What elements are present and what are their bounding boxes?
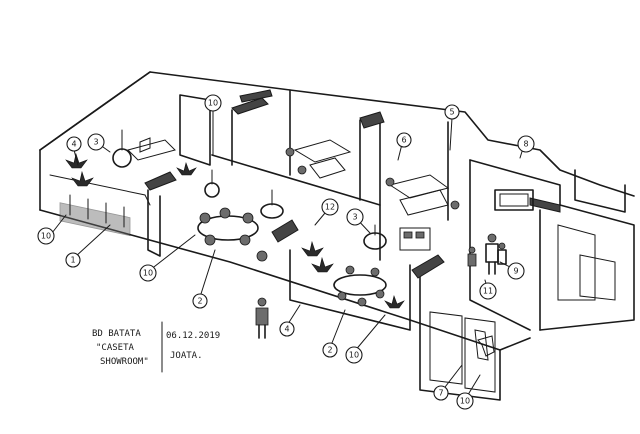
callout-9: 9 (507, 262, 525, 280)
svg-text:10: 10 (460, 397, 470, 406)
mannequin (477, 335, 495, 357)
callout-3-left: 3 (87, 133, 105, 151)
callout-10-mid: 10 (345, 346, 363, 364)
sketch-annotation: BD BATATA "CASETA SHOWROOM" 06.12.2019 J… (92, 321, 220, 373)
callout-10-top: 10 (204, 94, 222, 112)
svg-text:2: 2 (197, 297, 202, 306)
annotation-date: 06.12.2019 (166, 331, 220, 341)
people (255, 233, 507, 357)
annotation-subtitle: SHOWROOM" (100, 357, 149, 367)
svg-text:1: 1 (70, 256, 75, 265)
callout-1: 1 (65, 252, 81, 268)
callout-10-bottom: 10 (456, 392, 474, 410)
svg-text:5: 5 (449, 108, 454, 117)
callout-5: 5 (444, 104, 460, 120)
svg-text:3: 3 (93, 138, 98, 147)
callout-10-left: 10 (37, 227, 55, 245)
callout-4-left: 4 (66, 136, 82, 152)
person-child (497, 242, 507, 265)
furniture (59, 129, 534, 361)
svg-text:2: 2 (327, 346, 332, 355)
svg-text:10: 10 (143, 269, 153, 278)
svg-text:12: 12 (325, 203, 335, 212)
svg-text:4: 4 (71, 140, 76, 149)
callout-7: 7 (433, 385, 449, 401)
callout-8: 8 (517, 135, 535, 153)
wall-caps (144, 89, 561, 279)
annotation-project: BD BATATA (92, 329, 141, 339)
callout-12: 12 (321, 198, 339, 216)
callout-2-left: 2 (192, 293, 208, 309)
plants (65, 152, 405, 309)
svg-text:4: 4 (284, 325, 289, 334)
svg-text:10: 10 (41, 232, 51, 241)
callout-4-mid: 4 (279, 321, 295, 337)
building-outline (39, 71, 635, 401)
svg-text:9: 9 (513, 267, 518, 276)
annotation-title: "CASETA (96, 343, 135, 353)
svg-text:10: 10 (349, 351, 359, 360)
svg-text:10: 10 (208, 99, 218, 108)
person-right (485, 233, 499, 275)
svg-text:6: 6 (401, 136, 406, 145)
person-small (467, 246, 477, 267)
svg-text:8: 8 (523, 140, 528, 149)
svg-text:7: 7 (438, 389, 443, 398)
callout-10-mid-left: 10 (139, 264, 157, 282)
callout-3-mid: 3 (346, 208, 364, 226)
svg-text:11: 11 (483, 287, 493, 296)
callout-6: 6 (396, 132, 412, 148)
svg-text:3: 3 (352, 213, 357, 222)
callout-2-mid: 2 (322, 342, 338, 358)
callout-11: 11 (479, 282, 497, 300)
person-front (255, 297, 269, 339)
annotation-author: JOATA. (170, 351, 203, 361)
